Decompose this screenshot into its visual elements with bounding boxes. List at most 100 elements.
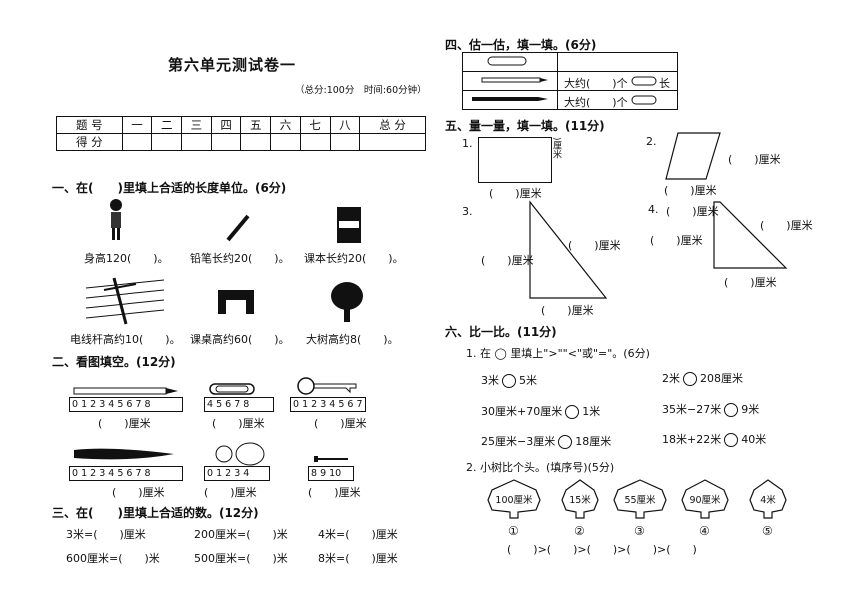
paperclip-icon — [487, 56, 527, 66]
answer-blank: ( )厘米 — [760, 219, 813, 232]
compare-circle[interactable] — [683, 372, 697, 386]
score-input-cell[interactable] — [270, 133, 301, 151]
compare-circle[interactable] — [558, 435, 573, 449]
compare-left: 3米 — [481, 374, 499, 387]
score-cell: 题 号 — [56, 116, 123, 134]
score-cell: 三 — [181, 116, 212, 134]
tree-height-label: 4米 — [760, 495, 776, 506]
pencil-on-ruler-icon — [73, 387, 178, 395]
pencil-icon — [226, 214, 250, 242]
tree-number: ① — [508, 524, 519, 538]
answer-blank: ( )厘米 — [541, 304, 594, 317]
compare-item: 35米−27米 9米 — [662, 401, 759, 417]
gourd-icon — [215, 442, 265, 466]
answer-blank: ( )厘米 — [314, 417, 367, 430]
small-tree-icon — [561, 479, 599, 519]
ruler: 0 1 2 3 4 5 6 7 — [290, 397, 366, 412]
answer-blank: ( )厘米 — [481, 254, 534, 267]
score-cell: 七 — [299, 116, 331, 134]
score-table-header-row: 题 号 一 二 三 四 五 六 七 八 总 分 — [56, 116, 426, 134]
tree-number: ④ — [699, 524, 710, 538]
compare-circle[interactable] — [565, 405, 580, 419]
tree-number: ② — [574, 524, 585, 538]
score-cell: 总 分 — [359, 116, 426, 134]
score-input-cell[interactable] — [299, 133, 331, 151]
answer-blank: ( )厘米 — [728, 153, 781, 166]
estimate-blank: 大约( )个 — [564, 96, 628, 109]
compare-right: 5米 — [519, 374, 537, 387]
compare-circle[interactable] — [724, 433, 739, 447]
fill-item: 电线杆高约10( )。 — [70, 333, 181, 346]
score-input-cell[interactable] — [121, 133, 153, 151]
pen-icon — [481, 77, 548, 83]
key-icon — [297, 377, 357, 395]
score-input-cell[interactable] — [151, 133, 183, 151]
answer-blank: ( )厘米 — [664, 184, 717, 197]
paperclip-icon — [631, 95, 657, 105]
question-number: 3. — [462, 205, 473, 218]
question-number: 2. — [646, 135, 657, 148]
ruler: 0 1 2 3 4 5 6 7 8 — [69, 397, 183, 412]
rectangle-shape — [478, 137, 552, 183]
compare-right: 1米 — [582, 405, 601, 418]
tree-number: ⑤ — [762, 524, 773, 538]
trapezoid-shape — [713, 201, 788, 269]
answer-blank: ( )厘米 — [666, 205, 719, 218]
section-3-title: 三、在( )里填上合适的数。(12分) — [52, 506, 259, 520]
page-title: 第六单元测试卷一 — [168, 56, 297, 74]
score-input-cell[interactable] — [329, 133, 361, 151]
score-cell: 二 — [151, 116, 183, 134]
pencil-icon — [472, 97, 548, 101]
compare-left: 35米−27米 — [662, 403, 722, 416]
small-tree-icon — [487, 479, 541, 519]
person-icon — [110, 199, 122, 240]
paperclip-icon — [209, 383, 255, 395]
right-triangle-shape — [529, 200, 608, 299]
answer-blank: ( )厘米 — [204, 486, 257, 499]
compare-right: 9米 — [741, 403, 760, 416]
fill-item: 铅笔长约20( )。 — [190, 252, 290, 265]
exam-meta: （总分:100分 时间:60分钟） — [295, 85, 427, 96]
compare-left: 2米 — [662, 372, 680, 385]
answer-blank: ( )厘米 — [308, 486, 361, 499]
compare-right: 208厘米 — [700, 372, 743, 385]
section-5-title: 五、量一量，填一填。(11分) — [445, 119, 605, 133]
compare-left: 18米+22米 — [662, 433, 722, 446]
estimate-blank: 大约( )个 — [564, 77, 628, 90]
chili-pepper-icon — [74, 448, 174, 460]
score-cell: 得 分 — [56, 133, 123, 151]
compare-item: 18米+22米 40米 — [662, 431, 766, 447]
answer-blank: ( )厘米 — [112, 486, 165, 499]
side-label: )厘米 — [551, 137, 561, 159]
desk-icon — [218, 290, 254, 314]
conversion-item: 8米=( )厘米 — [318, 552, 398, 565]
compare-circle[interactable] — [502, 374, 516, 388]
score-table: 题 号 一 二 三 四 五 六 七 八 总 分 得 分 — [56, 116, 426, 151]
score-input-cell[interactable] — [359, 133, 426, 151]
score-cell: 四 — [210, 116, 242, 134]
conversion-item: 200厘米=( )米 — [194, 528, 288, 541]
tree-height-label: 100厘米 — [495, 495, 533, 506]
sub-question-2: 2. 小树比个头。(填序号)(5分) — [466, 461, 615, 474]
answer-blank: ( )厘米 — [212, 417, 265, 430]
conversion-item: 4米=( )厘米 — [318, 528, 398, 541]
section-2-title: 二、看图填空。(12分) — [52, 355, 176, 369]
fill-item: 大树高约8( )。 — [306, 333, 399, 346]
score-input-cell[interactable] — [210, 133, 242, 151]
answer-blank: ( )厘米 — [98, 417, 151, 430]
score-input-cell[interactable] — [181, 133, 212, 151]
tree-height-label: 55厘米 — [624, 495, 656, 506]
paperclip-icon — [631, 76, 657, 86]
compare-circle[interactable] — [724, 403, 739, 417]
score-input-cell[interactable] — [240, 133, 272, 151]
score-cell: 六 — [270, 116, 301, 134]
compare-right: 40米 — [741, 433, 767, 446]
ruler: 0 1 2 3 4 — [204, 466, 270, 481]
estimate-table — [462, 52, 678, 110]
compare-left: 25厘米−3厘米 — [481, 435, 556, 448]
estimate-unit: 长 — [659, 77, 670, 90]
book-icon — [337, 207, 361, 243]
section-4-title: 四、估一估，填一填。(6分) — [445, 38, 597, 52]
